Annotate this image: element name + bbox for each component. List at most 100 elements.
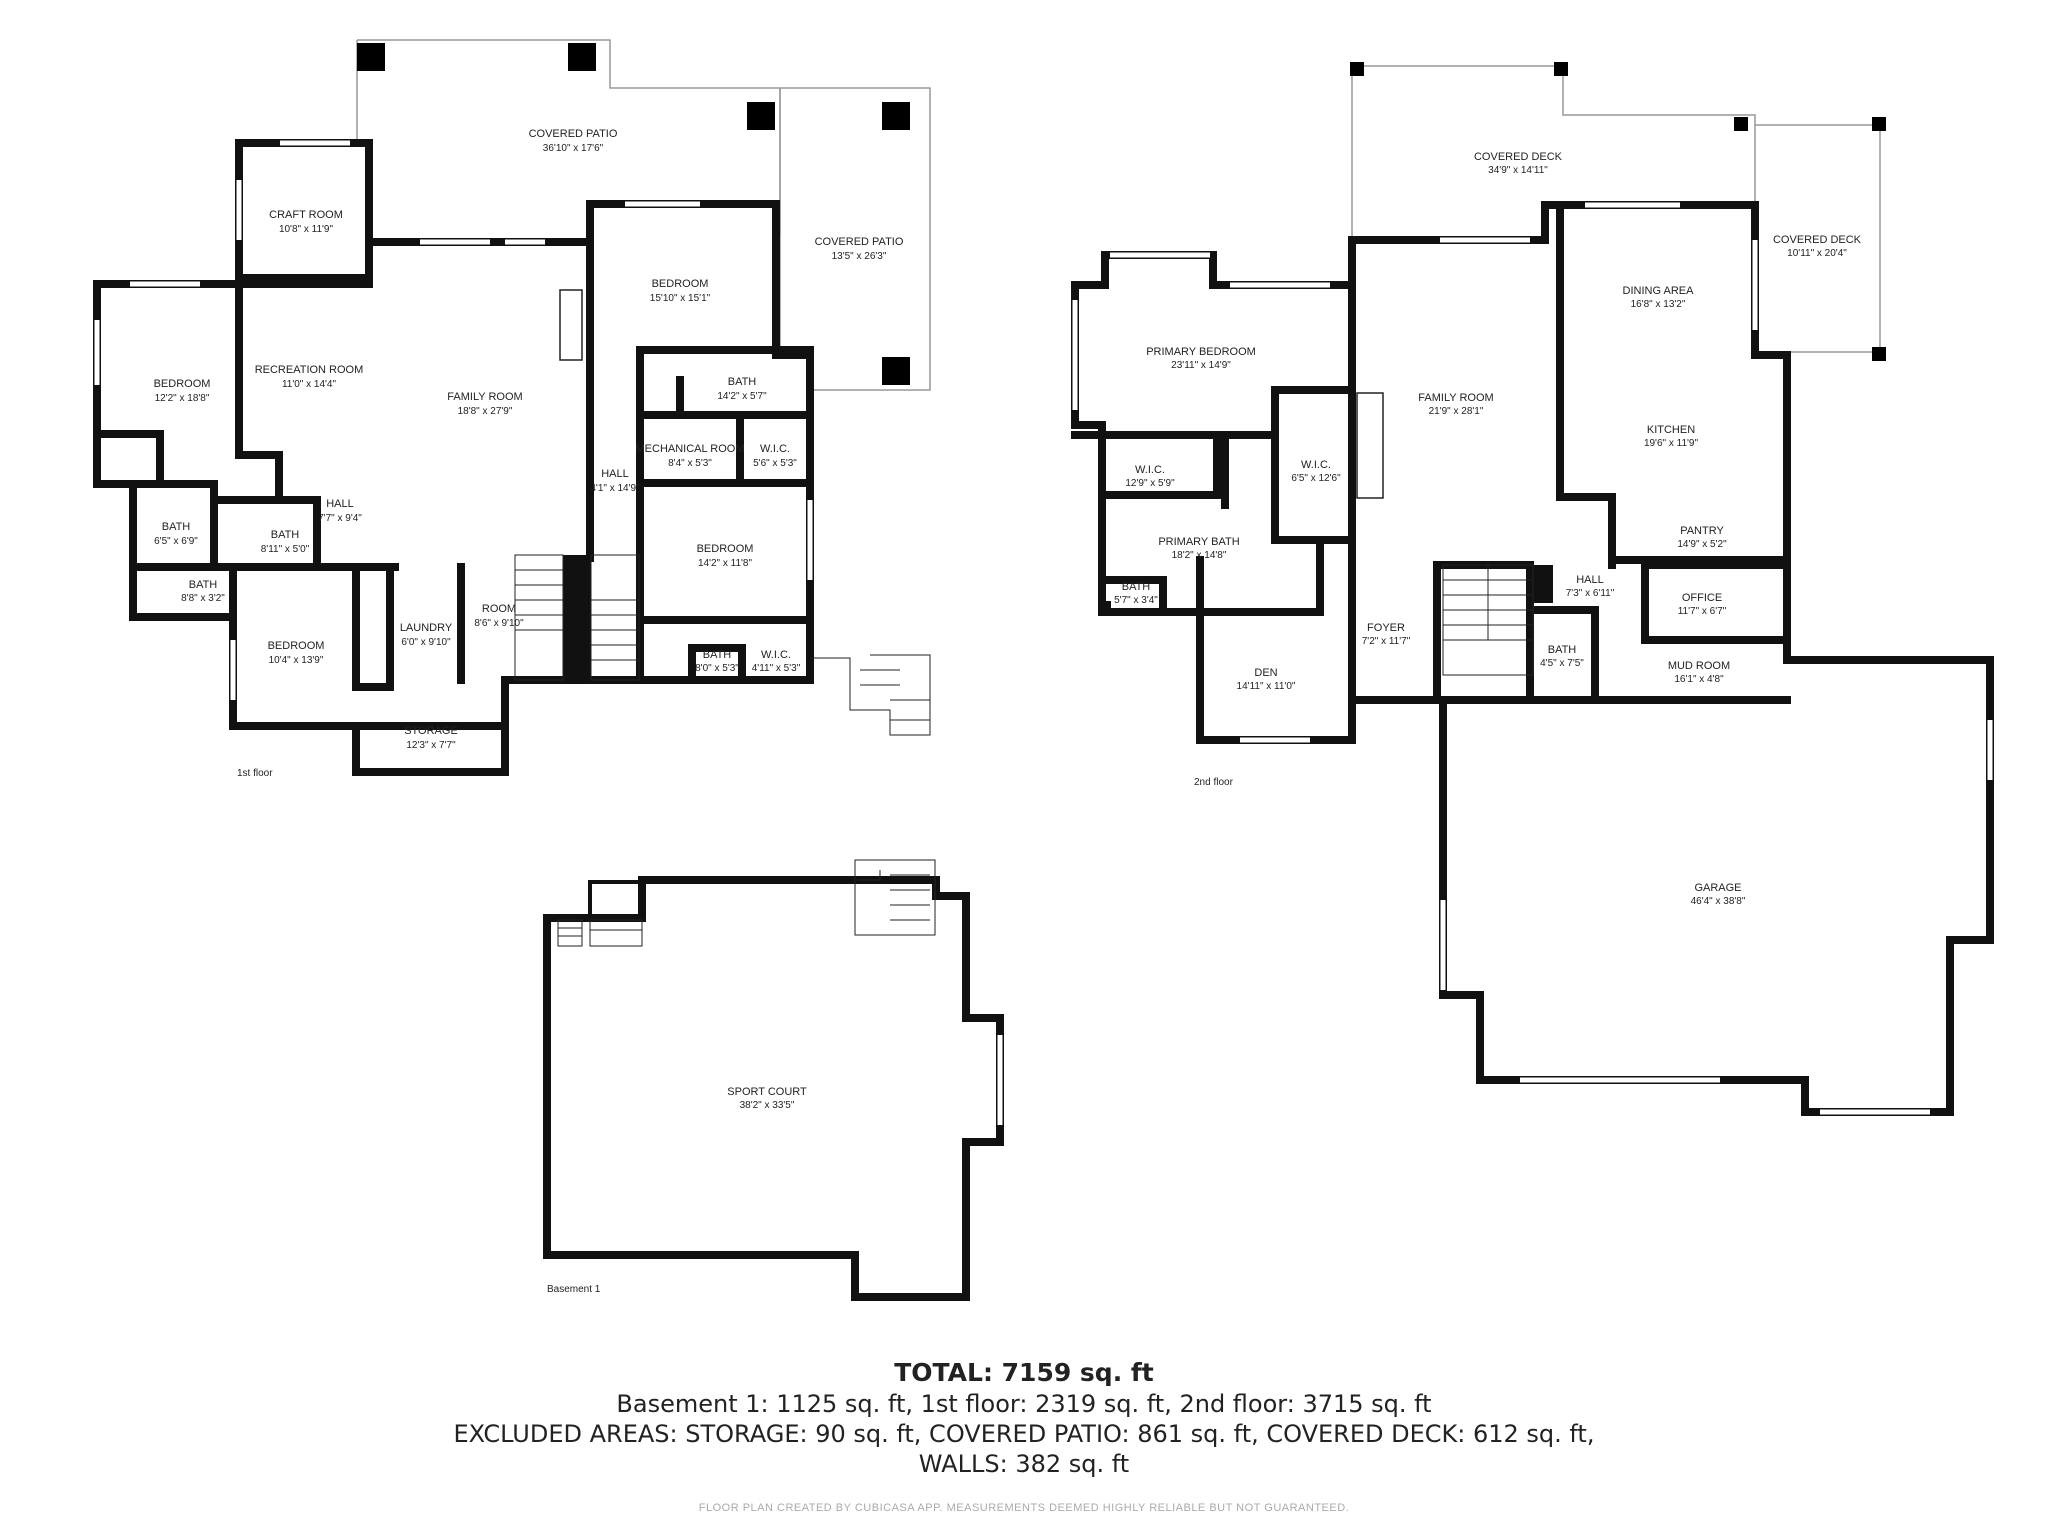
floor-areas: Basement 1: 1125 sq. ft, 1st floor: 2319… xyxy=(616,1390,1432,1418)
deck-post xyxy=(1872,347,1886,361)
walls-area: WALLS: 382 sq. ft xyxy=(918,1450,1130,1478)
first-floor-plan: COVERED PATIO 36'10" x 17'6" COVERED PAT… xyxy=(93,39,931,779)
floor-label-1st: 1st floor xyxy=(237,768,273,779)
room-dim: 12'2" x 18'8" xyxy=(155,393,210,404)
room-dim: 6'0" x 9'10" xyxy=(401,637,451,648)
excluded-areas: EXCLUDED AREAS: STORAGE: 90 sq. ft, COVE… xyxy=(453,1420,1595,1448)
stairs xyxy=(514,554,931,736)
room-name: PANTRY xyxy=(1680,525,1724,537)
room-name: BEDROOM xyxy=(652,278,709,290)
basement-plan: SPORT COURT 38'2" x 33'5" Basement 1 xyxy=(543,859,1004,1301)
deck-post xyxy=(1350,62,1364,76)
room-name: KITCHEN xyxy=(1647,424,1695,436)
room-dim: 8'6" x 9'10" xyxy=(474,618,524,629)
room-name: FAMILY ROOM xyxy=(1418,392,1493,404)
room-dim: 14'2" x 11'8" xyxy=(698,558,753,569)
stair-block xyxy=(1533,565,1553,603)
room-dim: 23'11" x 14'9" xyxy=(1171,360,1231,371)
room-dim: 46'4" x 38'8" xyxy=(1691,896,1746,907)
room-name: FOYER xyxy=(1367,622,1405,634)
basement-stairs xyxy=(557,859,936,947)
patio-post xyxy=(882,357,910,385)
room-name: SPORT COURT xyxy=(727,1086,807,1098)
room-name: MECHANICAL ROOM xyxy=(636,443,745,455)
room-name: W.I.C. xyxy=(761,649,791,661)
room-dim: 36'10" x 17'6" xyxy=(543,143,604,154)
room-name: BEDROOM xyxy=(154,378,211,390)
deck-post xyxy=(1872,117,1886,131)
room-dim: 5'6" x 5'3" xyxy=(753,458,797,469)
room-name: MUD ROOM xyxy=(1668,660,1730,672)
room-name: BATH xyxy=(271,529,300,541)
room-dim: 14'2" x 5'7" xyxy=(717,391,767,402)
deck-post xyxy=(1734,117,1748,131)
room-dim: 13'5" x 26'3" xyxy=(832,251,887,262)
room-dim: 6'5" x 12'6" xyxy=(1291,473,1341,484)
room-dim: 8'4" x 5'3" xyxy=(668,458,712,469)
room-name: COVERED PATIO xyxy=(529,128,618,140)
room-name: OFFICE xyxy=(1682,592,1722,604)
room-name: BEDROOM xyxy=(268,640,325,652)
room-dim: 4'1" x 14'9" xyxy=(590,483,640,494)
room-dim: 16'1" x 4'8" xyxy=(1674,674,1724,685)
patio-post xyxy=(568,43,596,71)
windows xyxy=(94,140,813,700)
room-name: HALL xyxy=(1576,574,1604,586)
room-dim: 21'9" x 28'1" xyxy=(1429,406,1484,417)
room-name: W.I.C. xyxy=(760,443,790,455)
second-floor-plan: COVERED DECK 34'9" x 14'11" COVERED DECK… xyxy=(1071,62,1994,1116)
room-dim: 34'9" x 14'11" xyxy=(1488,165,1548,176)
room-dim: 8'8" x 3'2" xyxy=(181,593,225,604)
room-dim: 10'4" x 13'9" xyxy=(269,655,324,666)
floor-label-2nd: 2nd floor xyxy=(1194,777,1234,788)
room-dim: 7'2" x 11'7" xyxy=(1362,636,1411,647)
room-dim: 10'8" x 11'9" xyxy=(279,224,334,235)
room-dim: 7'7" x 9'4" xyxy=(318,513,362,524)
deck-post xyxy=(1554,62,1568,76)
windows xyxy=(1072,202,1993,1115)
room-name: BATH xyxy=(1548,644,1577,656)
room-dim: 14'11" x 11'0" xyxy=(1237,681,1296,692)
room-dim: 18'8" x 27'9" xyxy=(458,406,513,417)
first-floor-labels: COVERED PATIO 36'10" x 17'6" COVERED PAT… xyxy=(154,128,904,779)
second-floor-labels: COVERED DECK 34'9" x 14'11" COVERED DECK… xyxy=(1114,151,1862,907)
room-name: HALL xyxy=(601,468,629,480)
stairs xyxy=(1442,564,1534,676)
room-name: BATH xyxy=(703,649,732,661)
disclaimer: FLOOR PLAN CREATED BY CUBICASA APP. MEAS… xyxy=(698,1502,1350,1514)
room-name: BATH xyxy=(1122,581,1151,593)
room-name: BATH xyxy=(189,579,218,591)
room-name: BEDROOM xyxy=(697,543,754,555)
total-area: TOTAL: 7159 sq. ft xyxy=(894,1358,1154,1387)
room-dim: 15'10" x 15'1" xyxy=(650,293,711,304)
stair-block xyxy=(563,555,591,680)
room-name: HALL xyxy=(326,498,354,510)
room-dim: 12'3" x 7'7" xyxy=(406,740,456,751)
room-name: COVERED PATIO xyxy=(815,236,904,248)
room-dim: 11'7" x 6'7" xyxy=(1678,606,1727,617)
fireplace xyxy=(559,289,583,361)
room-dim: 14'9" x 5'2" xyxy=(1677,539,1727,550)
room-name: COVERED DECK xyxy=(1474,151,1563,163)
room-dim: 19'6" x 11'9" xyxy=(1644,438,1699,449)
room-dim: 4'11" x 5'3" xyxy=(752,663,801,674)
basement-labels: SPORT COURT 38'2" x 33'5" Basement 1 xyxy=(547,1086,807,1295)
room-dim: 8'0" x 5'3" xyxy=(695,663,739,674)
patio-post xyxy=(747,102,775,130)
room-name: GARAGE xyxy=(1694,882,1741,894)
room-name: DINING AREA xyxy=(1623,285,1695,297)
room-name: CRAFT ROOM xyxy=(269,209,343,221)
room-name: STORAGE xyxy=(404,725,458,737)
patio-post xyxy=(357,43,385,71)
room-name: LAUNDRY xyxy=(400,622,453,634)
fireplace xyxy=(1356,392,1384,499)
room-name: ROOM xyxy=(482,603,516,615)
room-name: BATH xyxy=(162,521,191,533)
room-dim: 16'8" x 13'2" xyxy=(1631,299,1686,310)
room-dim: 5'7" x 3'4" xyxy=(1114,595,1158,606)
room-dim: 6'5" x 6'9" xyxy=(154,536,198,547)
room-name: PRIMARY BEDROOM xyxy=(1146,346,1256,358)
room-dim: 18'2" x 14'8" xyxy=(1172,550,1227,561)
room-name: FAMILY ROOM xyxy=(447,391,522,403)
